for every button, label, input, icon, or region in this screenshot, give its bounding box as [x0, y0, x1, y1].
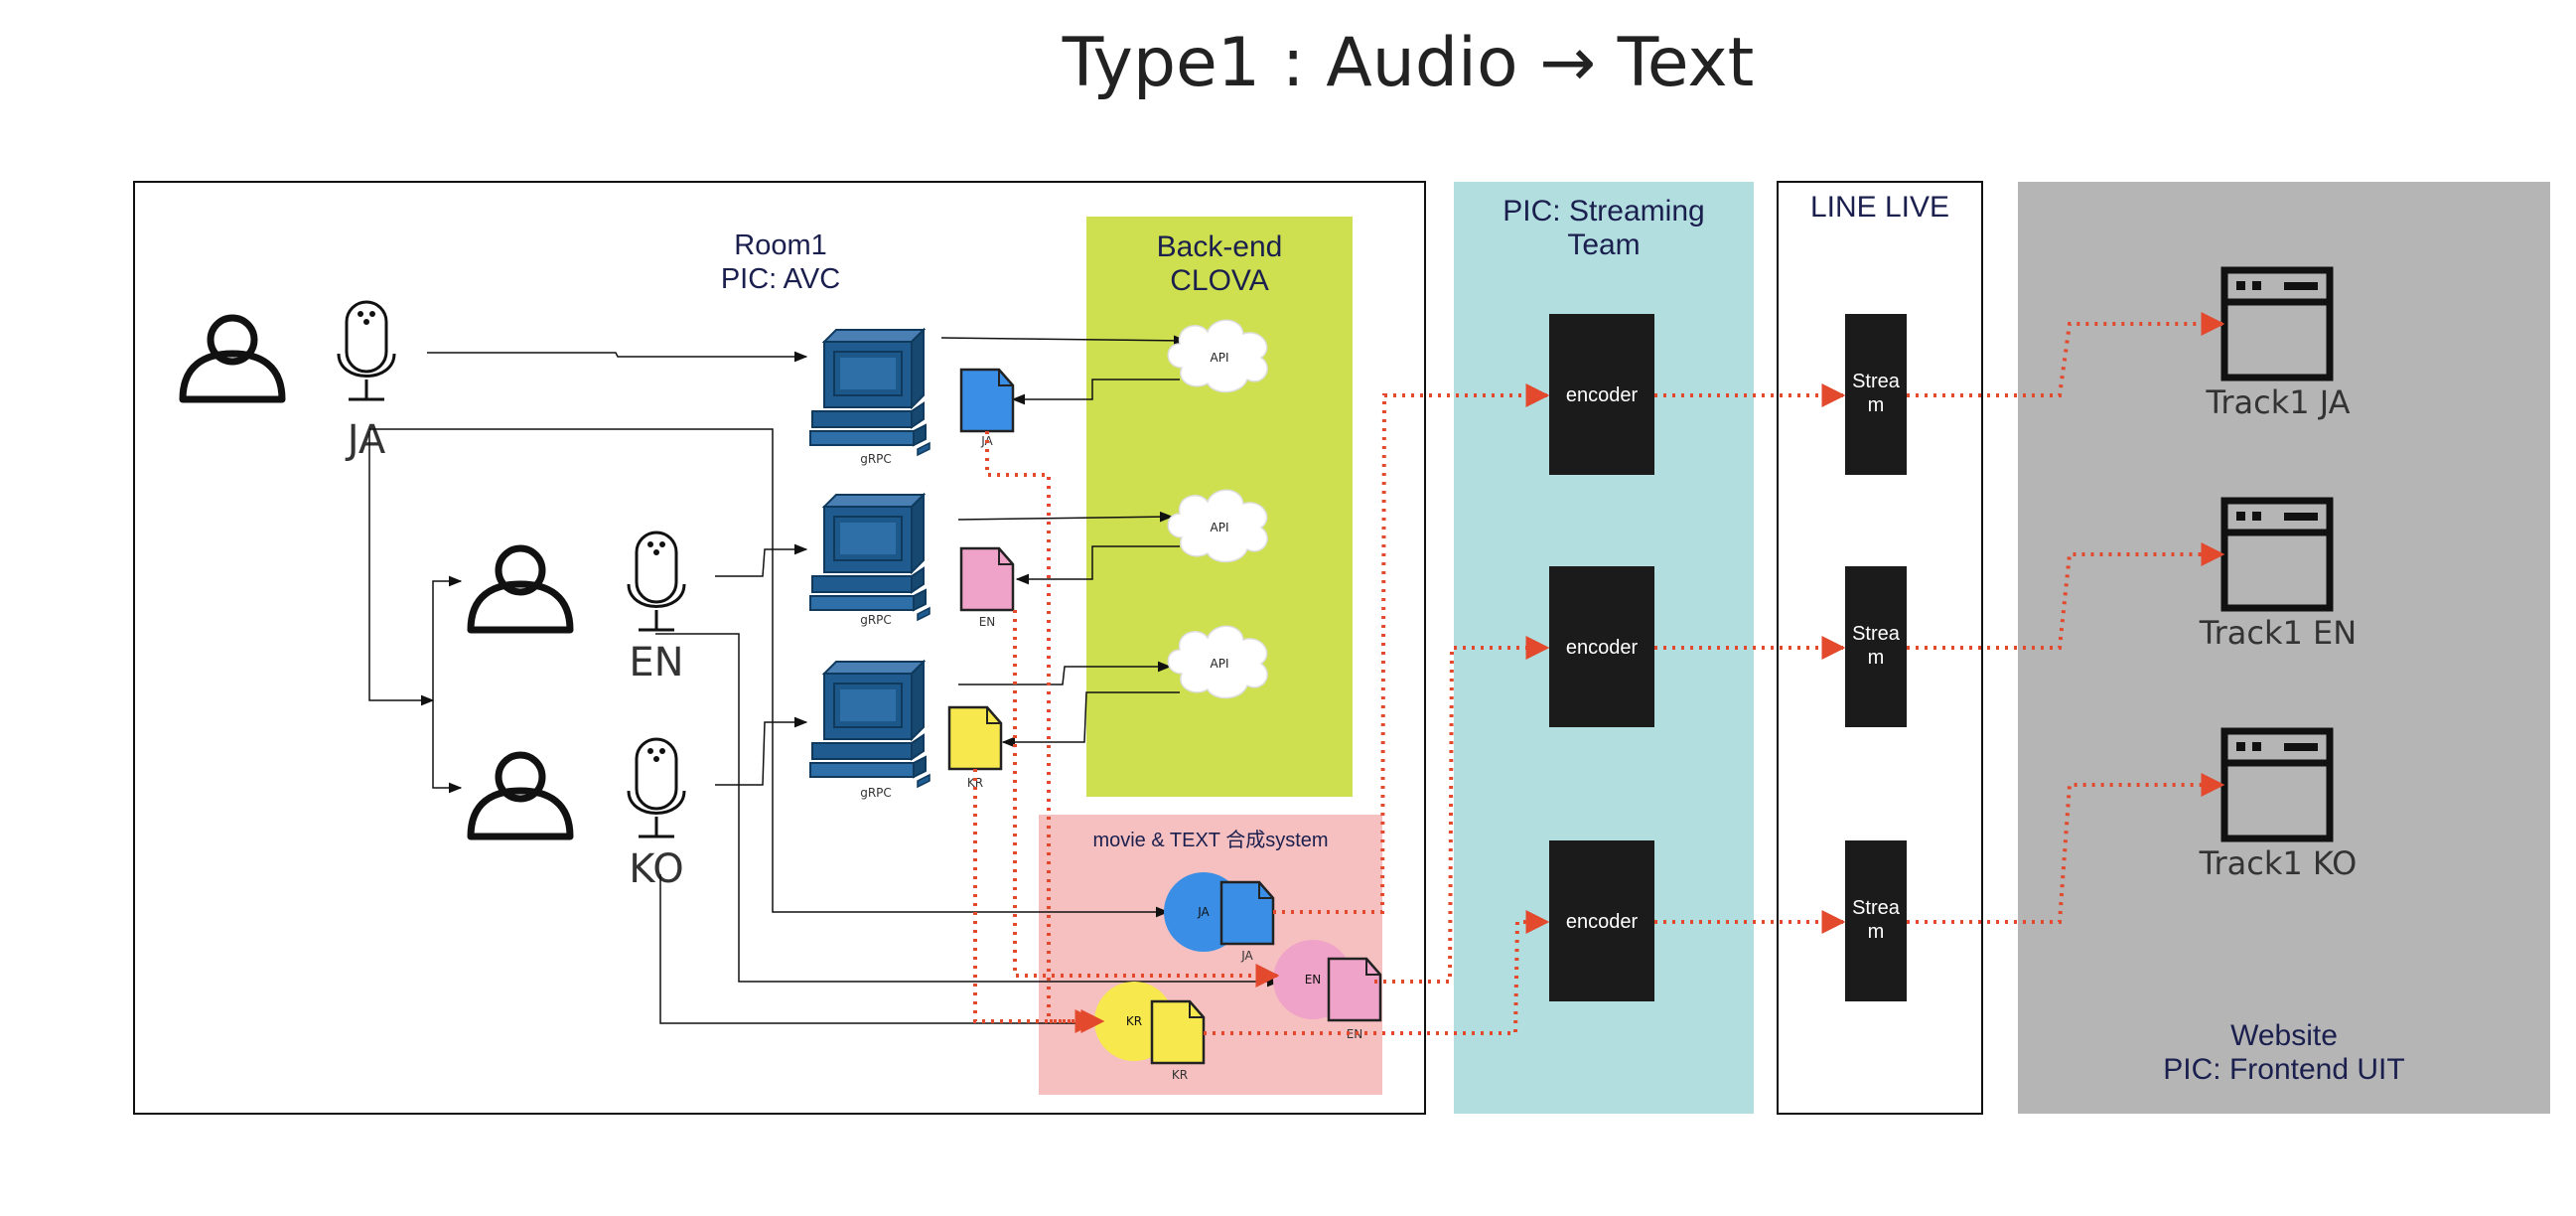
stream-block-3	[1845, 840, 1907, 1001]
stream-label-3b: m	[1868, 921, 1885, 943]
pc-label-2: gRPC	[860, 613, 892, 627]
api-label-2: API	[1211, 521, 1229, 534]
pc-icon	[809, 329, 930, 456]
streaming-title-1: PIC: Streaming	[1503, 195, 1704, 228]
encoder-label-2: encoder	[1566, 637, 1639, 659]
stream-label-2a: Strea	[1852, 623, 1901, 645]
document-icon	[1219, 880, 1275, 946]
document-icon	[1150, 999, 1206, 1065]
pc-icon	[809, 661, 930, 788]
backend-title-2: CLOVA	[1170, 264, 1268, 297]
composite-title: movie & TEXT 合成system	[1092, 829, 1328, 851]
streaming-title-2: Team	[1567, 228, 1640, 261]
stream-block-2	[1845, 566, 1907, 727]
composite-doc-label-en: EN	[1347, 1027, 1363, 1041]
composite-circle-label-kr: KR	[1126, 1014, 1142, 1028]
website-title-1: Website	[2230, 1019, 2338, 1052]
stream-label-2b: m	[1868, 647, 1885, 669]
room-pic: PIC: AVC	[721, 263, 840, 295]
api-label-1: API	[1211, 351, 1229, 365]
track-label-en: Track1 EN	[2199, 614, 2357, 652]
document-icon	[1327, 957, 1382, 1022]
speaker-lang-en: EN	[629, 640, 683, 685]
encoder-label-1: encoder	[1566, 384, 1639, 406]
stream-label-1a: Strea	[1852, 371, 1901, 392]
line-live-title: LINE LIVE	[1810, 191, 1949, 224]
red-flow-connectors	[973, 312, 2225, 1035]
track-label-ko: Track1 KO	[2199, 844, 2358, 882]
track-label-ja: Track1 JA	[2205, 383, 2350, 421]
doc-label-en: EN	[979, 615, 996, 629]
pc-icon	[809, 494, 930, 621]
website-panel	[2018, 182, 2550, 1114]
document-icon	[959, 368, 1015, 433]
composite-circle-label-en: EN	[1305, 973, 1322, 987]
pc-label-1: gRPC	[860, 452, 892, 466]
doc-label-kr: KR	[967, 776, 983, 790]
api-label-3: API	[1211, 657, 1229, 671]
backend-title-1: Back-end	[1157, 230, 1283, 263]
document-icon	[959, 546, 1015, 612]
composite-doc-label-kr: KR	[1172, 1068, 1188, 1082]
pc-label-3: gRPC	[860, 786, 892, 800]
document-icon	[947, 705, 1003, 771]
audio-connectors	[368, 335, 1281, 1029]
encoder-block-3	[1549, 840, 1654, 1001]
encoder-label-3: encoder	[1566, 911, 1639, 933]
room-name: Room1	[734, 229, 827, 261]
encoder-block-2	[1549, 566, 1654, 727]
speaker-lang-ko: KO	[629, 846, 684, 892]
encoder-block-1	[1549, 314, 1654, 475]
speaker-lang-ja: JA	[345, 417, 386, 463]
stream-label-3a: Strea	[1852, 897, 1901, 919]
stream-block-1	[1845, 314, 1907, 475]
composite-doc-label-ja: JA	[1240, 949, 1253, 963]
diagram-title: Type1 : Audio → Text	[1062, 24, 1755, 102]
composite-circle-label-ja: JA	[1197, 905, 1210, 919]
website-title-2: PIC: Frontend UIT	[2163, 1053, 2404, 1086]
stream-label-1b: m	[1868, 394, 1885, 416]
